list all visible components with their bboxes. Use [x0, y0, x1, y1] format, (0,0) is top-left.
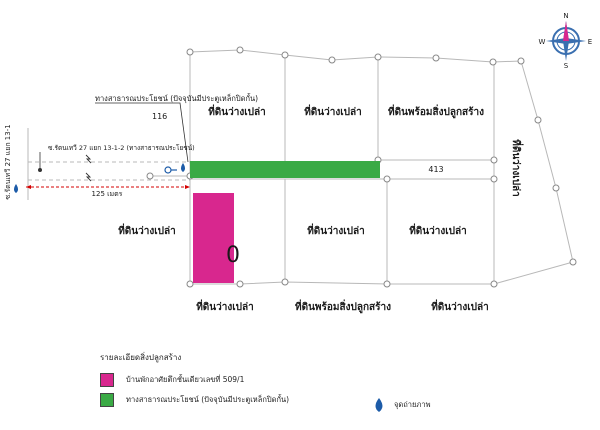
- compass-east-label: E: [588, 38, 592, 46]
- corner-marker: [186, 280, 194, 288]
- public-way-swatch: [100, 393, 114, 407]
- legend-title: รายละเอียดสิ่งปลูกสร้าง: [100, 353, 182, 362]
- lot-label-8: ที่ดินพร้อมสิ่งปลูกสร้าง: [295, 299, 391, 314]
- corner-marker: [186, 48, 194, 56]
- corner-marker: [374, 53, 382, 61]
- lot-label-5: ที่ดินว่างเปล่า: [307, 223, 365, 237]
- legend-item-building-text: บ้านพักอาศัยตึกชั้นเดียวเลขที่ 509/1: [126, 375, 245, 384]
- photo-point-legend: จุดถ่ายภาพ: [374, 398, 431, 412]
- corner-marker: [490, 280, 498, 288]
- photo-point-legend-text: จุดถ่ายภาพ: [394, 400, 431, 409]
- lot-label-7: ที่ดินว่างเปล่า: [196, 299, 254, 313]
- compass-south-label: S: [564, 62, 569, 70]
- lot-label-1: ที่ดินว่างเปล่า: [208, 104, 266, 118]
- break-mark-upper: [85, 154, 92, 164]
- lot-label-9: ที่ดินว่างเปล่า: [431, 299, 489, 313]
- corner-marker: [517, 57, 525, 65]
- top-boundary-line: [189, 49, 522, 63]
- corner-marker: [236, 46, 244, 54]
- legend-item-public-way: ทางสาธารณประโยชน์ (ปัจจุบันมีประตูเหล็กป…: [100, 393, 289, 407]
- public-way-leader-line: [95, 102, 189, 163]
- building-swatch: [100, 373, 114, 387]
- corner-marker: [490, 156, 498, 164]
- building-509-1: [193, 193, 234, 283]
- corner-marker: [146, 172, 154, 180]
- road-number-top: 116: [152, 112, 167, 121]
- public-way-note: ทางสาธารณประโยชน์ (ปัจจุบันมีประตูเหล็กป…: [95, 93, 258, 103]
- soi-vertical-label: ซ.รัตนเทวี 27 แยก 13-1: [4, 124, 12, 199]
- compass-west-label: W: [539, 38, 546, 46]
- corner-marker: [490, 175, 498, 183]
- photo-point-legend-icon: [375, 398, 383, 412]
- public-way-strip: [190, 161, 380, 178]
- lot-label-4: ที่ดินว่างเปล่า: [118, 223, 176, 237]
- distance-label: 125 เมตร: [92, 190, 123, 198]
- corner-marker: [432, 54, 440, 62]
- soi-leader-dot: [38, 168, 42, 172]
- corner-marker: [552, 184, 560, 192]
- legend-item-public-way-text: ทางสาธารณประโยชน์ (ปัจจุบันมีประตูเหล็กป…: [126, 395, 290, 404]
- corner-marker: [328, 56, 336, 64]
- legend-item-building: บ้านพักอาศัยตึกชั้นเดียวเลขที่ 509/1: [100, 373, 244, 387]
- corner-marker: [569, 258, 577, 266]
- corner-marker: [383, 175, 391, 183]
- corner-marker: [281, 51, 289, 59]
- distance-arrow-right: [185, 185, 190, 189]
- break-mark-lower: [85, 172, 92, 182]
- distance-arrow-left: [26, 185, 31, 189]
- right-edge-line: [520, 60, 574, 263]
- corner-marker: [281, 278, 289, 286]
- building-number-fragment: 0: [226, 243, 240, 268]
- road-number-right: 413: [428, 165, 443, 174]
- photo-point-icon-2: [14, 184, 18, 193]
- lot-label-6: ที่ดินว่างเปล่า: [409, 223, 467, 237]
- corner-marker: [236, 280, 244, 288]
- bottom-boundary-line: [190, 261, 574, 285]
- compass-north-label: N: [563, 12, 568, 20]
- lot-label-2: ที่ดินว่างเปล่า: [304, 104, 362, 118]
- corner-marker: [534, 116, 542, 124]
- lot-boundary-lines: [27, 49, 574, 285]
- soi-note: ซ.รัตนเทวี 27 แยก 13-1-2 (ทางสาธารณประโย…: [48, 144, 195, 152]
- photo-point-icon-1: [181, 163, 185, 172]
- gate-icon: [164, 166, 177, 174]
- corner-marker: [489, 58, 497, 66]
- lot-label-3: ที่ดินพร้อมสิ่งปลูกสร้าง: [388, 104, 484, 119]
- corner-marker: [383, 280, 391, 288]
- lot-label-vertical: ที่ดินว่างเปล่า: [510, 139, 524, 197]
- compass-rose-icon: [546, 21, 586, 61]
